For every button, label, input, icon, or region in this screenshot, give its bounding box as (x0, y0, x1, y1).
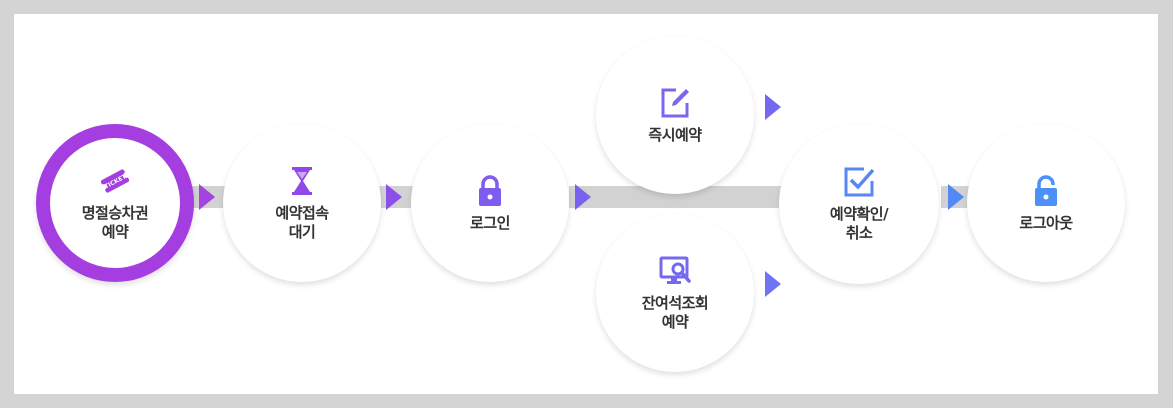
checkbox-icon (844, 167, 875, 197)
step-label: 즉시예약 (648, 125, 702, 144)
arrow-right-icon (199, 184, 215, 210)
step-ticket-reservation: TICKET 명절승차권 예약 (36, 124, 194, 282)
arrow-right-icon (575, 184, 591, 210)
hourglass-icon (292, 167, 312, 195)
unlock-icon (1035, 174, 1057, 206)
step-queue-wait: 예약접속 대기 (223, 124, 381, 282)
monitor-search-icon (659, 256, 691, 284)
connector-bar (569, 186, 799, 208)
step-label: 로그인 (470, 213, 510, 232)
step-seat-search-reservation: 잔여석조회 예약 (596, 214, 754, 372)
step-label: 예약확인/ 취소 (829, 205, 889, 242)
step-login: 로그인 (411, 124, 569, 282)
step-label: 예약접속 대기 (275, 204, 329, 241)
arrow-right-icon (765, 94, 781, 120)
step-label: 로그아웃 (1019, 213, 1073, 232)
step-label: 잔여석조회 예약 (641, 294, 709, 331)
step-label: 명절승차권 예약 (81, 204, 149, 241)
step-instant-reservation: 즉시예약 (596, 36, 754, 194)
ticket-icon: TICKET (100, 169, 130, 193)
lock-icon (479, 174, 501, 206)
step-confirm-cancel: 예약확인/ 취소 (779, 124, 939, 284)
flow-diagram: TICKET 명절승차권 예약 예약접속 대기 로그인 즉시예약 (14, 14, 1158, 394)
edit-icon (661, 88, 689, 117)
arrow-right-icon (765, 271, 781, 297)
arrow-right-icon (386, 184, 402, 210)
step-logout: 로그아웃 (967, 124, 1125, 282)
arrow-right-icon (948, 184, 964, 210)
